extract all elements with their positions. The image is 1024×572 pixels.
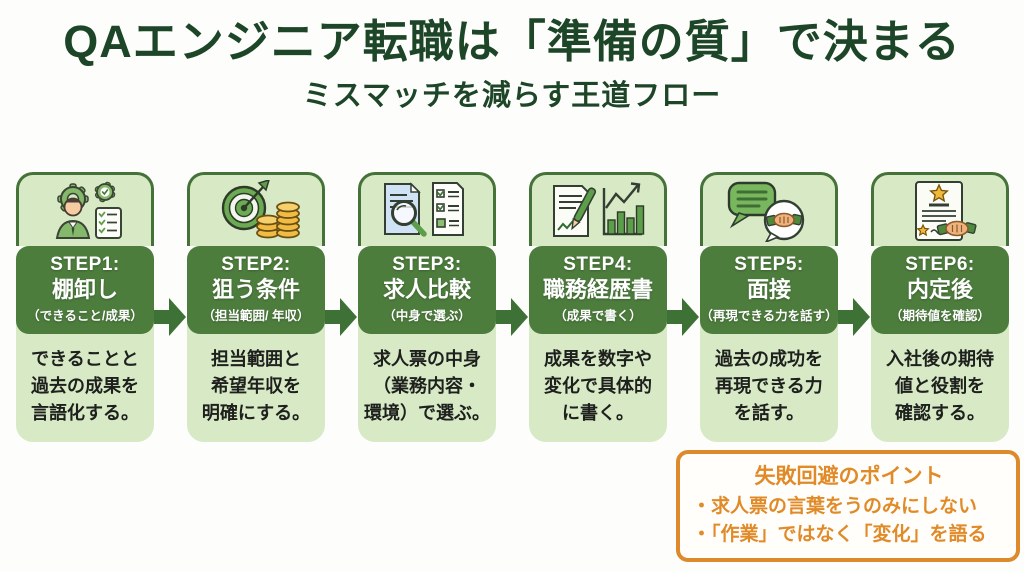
step-description-6: 入社後の期待 値と役割を 確認する。: [871, 322, 1009, 442]
step-subnote: （成果で書く）: [554, 309, 642, 324]
step-card-1: STEP1: 棚卸し （できること/成果） できることと 過去の成果を 言語化す…: [16, 172, 154, 442]
flow-arrow-icon: [496, 297, 529, 337]
page-subtitle: ミスマッチを減らす王道フロー: [302, 79, 722, 112]
step-name: 内定後: [906, 277, 973, 302]
step-card-5: STEP5: 面接 （再現できる力を話す） 過去の成功を 再現できる力 を話す。: [700, 172, 838, 442]
step-name: 狙う条件: [211, 277, 300, 302]
step-band-6: STEP6: 内定後 （期待値を確認）: [871, 246, 1009, 334]
step-name: 棚卸し: [51, 277, 118, 302]
step-band-5: STEP5: 面接 （再現できる力を話す）: [700, 246, 838, 334]
failure-avoidance-point-box: 失敗回避のポイント ・求人票の言葉をうのみにしない ・「作業」ではなく「変化」を…: [676, 450, 1020, 562]
step-label: STEP3:: [392, 254, 462, 275]
step-label: STEP5:: [734, 254, 804, 275]
point-bullet-2: ・「作業」ではなく「変化」を語る: [692, 523, 987, 545]
step-description-5: 過去の成功を 再現できる力 を話す。: [700, 322, 838, 442]
step-subnote: （担当範囲/ 年収）: [202, 309, 310, 324]
step-card-6: STEP6: 内定後 （期待値を確認） 入社後の期待 値と役割を 確認する。: [871, 172, 1009, 442]
step-subnote: （再現できる力を話す）: [700, 309, 838, 324]
page-title: QAエンジニア転職は「準備の質」で決まる: [63, 16, 961, 67]
person-gears-checklist-icon: [16, 172, 154, 246]
flow-arrow-icon: [325, 297, 358, 337]
step-subnote: （できること/成果）: [27, 309, 143, 324]
step-subnote: （中身で選ぶ）: [383, 309, 471, 324]
step-label: STEP6:: [905, 254, 975, 275]
step-band-4: STEP4: 職務経歴書 （成果で書く）: [529, 246, 667, 334]
step-description-1: できることと 過去の成果を 言語化する。: [16, 322, 154, 442]
step-card-2: STEP2: 狙う条件 （担当範囲/ 年収） 担当範囲と 希望年収を 明確にする…: [187, 172, 325, 442]
flow-arrow-icon: [667, 297, 700, 337]
step-label: STEP4:: [563, 254, 633, 275]
step-card-3: STEP3: 求人比較 （中身で選ぶ） 求人票の中身 （業務内容・ 環境）で選ぶ…: [358, 172, 496, 442]
speech-bubbles-handshake-icon: [700, 172, 838, 246]
step-band-1: STEP1: 棚卸し （できること/成果）: [16, 246, 154, 334]
certificate-handshake-icon: [871, 172, 1009, 246]
flow-arrow-icon: [838, 297, 871, 337]
step-description-4: 成果を数字や 変化で具体的 に書く。: [529, 322, 667, 442]
step-card-4: STEP4: 職務経歴書 （成果で書く） 成果を数字や 変化で具体的 に書く。: [529, 172, 667, 442]
target-coins-icon: [187, 172, 325, 246]
step-name: 求人比較: [382, 277, 471, 302]
document-magnifier-checklist-icon: [358, 172, 496, 246]
step-description-3: 求人票の中身 （業務内容・ 環境）で選ぶ。: [358, 322, 496, 442]
step-band-2: STEP2: 狙う条件 （担当範囲/ 年収）: [187, 246, 325, 334]
step-name: 面接: [746, 277, 791, 302]
step-label: STEP2:: [221, 254, 291, 275]
step-flow-row: STEP1: 棚卸し （できること/成果） できることと 過去の成果を 言語化す…: [16, 172, 1009, 442]
document-pen-chart-icon: [529, 172, 667, 246]
point-box-title: 失敗回避のポイント: [754, 465, 944, 488]
step-name: 職務経歴書: [542, 277, 653, 302]
step-band-3: STEP3: 求人比較 （中身で選ぶ）: [358, 246, 496, 334]
step-label: STEP1:: [50, 254, 120, 275]
point-bullet-1: ・求人票の言葉をうのみにしない: [692, 496, 978, 517]
flow-arrow-icon: [154, 297, 187, 337]
step-subnote: （期待値を確認）: [889, 309, 990, 324]
step-description-2: 担当範囲と 希望年収を 明確にする。: [187, 322, 325, 442]
